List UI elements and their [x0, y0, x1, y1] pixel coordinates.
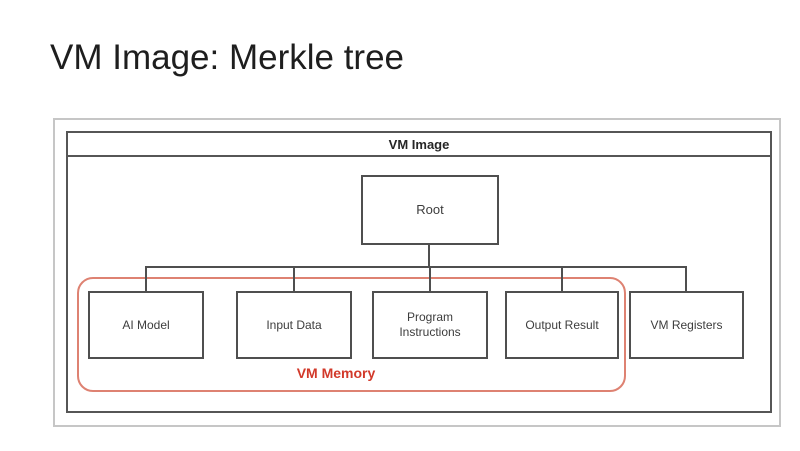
node-label: Program Instructions: [399, 310, 461, 339]
node-root: Root: [361, 175, 499, 245]
slide-title: VM Image: Merkle tree: [50, 38, 404, 77]
connector-drop-line: [429, 266, 431, 293]
connector-drop-line: [561, 266, 563, 293]
vm-image-label: VM Image: [388, 136, 450, 152]
node-ai-model: AI Model: [88, 291, 204, 359]
node-label: AI Model: [122, 317, 170, 332]
node-label: VM Registers: [650, 317, 723, 332]
connector-drop-line: [685, 266, 687, 293]
vm-image-header: VM Image: [68, 133, 770, 157]
node-label: Output Result: [525, 317, 599, 332]
vm-memory-group: [77, 277, 626, 392]
connector-drop-line: [293, 266, 295, 293]
node-label: Input Data: [266, 317, 322, 332]
node-input-data: Input Data: [236, 291, 352, 359]
node-root-label: Root: [416, 201, 444, 217]
vm-memory-label: VM Memory: [296, 365, 376, 381]
node-program-instructions: Program Instructions: [372, 291, 488, 359]
connector-bus-line: [145, 266, 687, 268]
connector-drop-line: [145, 266, 147, 293]
node-output-result: Output Result: [505, 291, 619, 359]
connector-root-line: [428, 243, 430, 268]
node-vm-registers: VM Registers: [629, 291, 744, 359]
